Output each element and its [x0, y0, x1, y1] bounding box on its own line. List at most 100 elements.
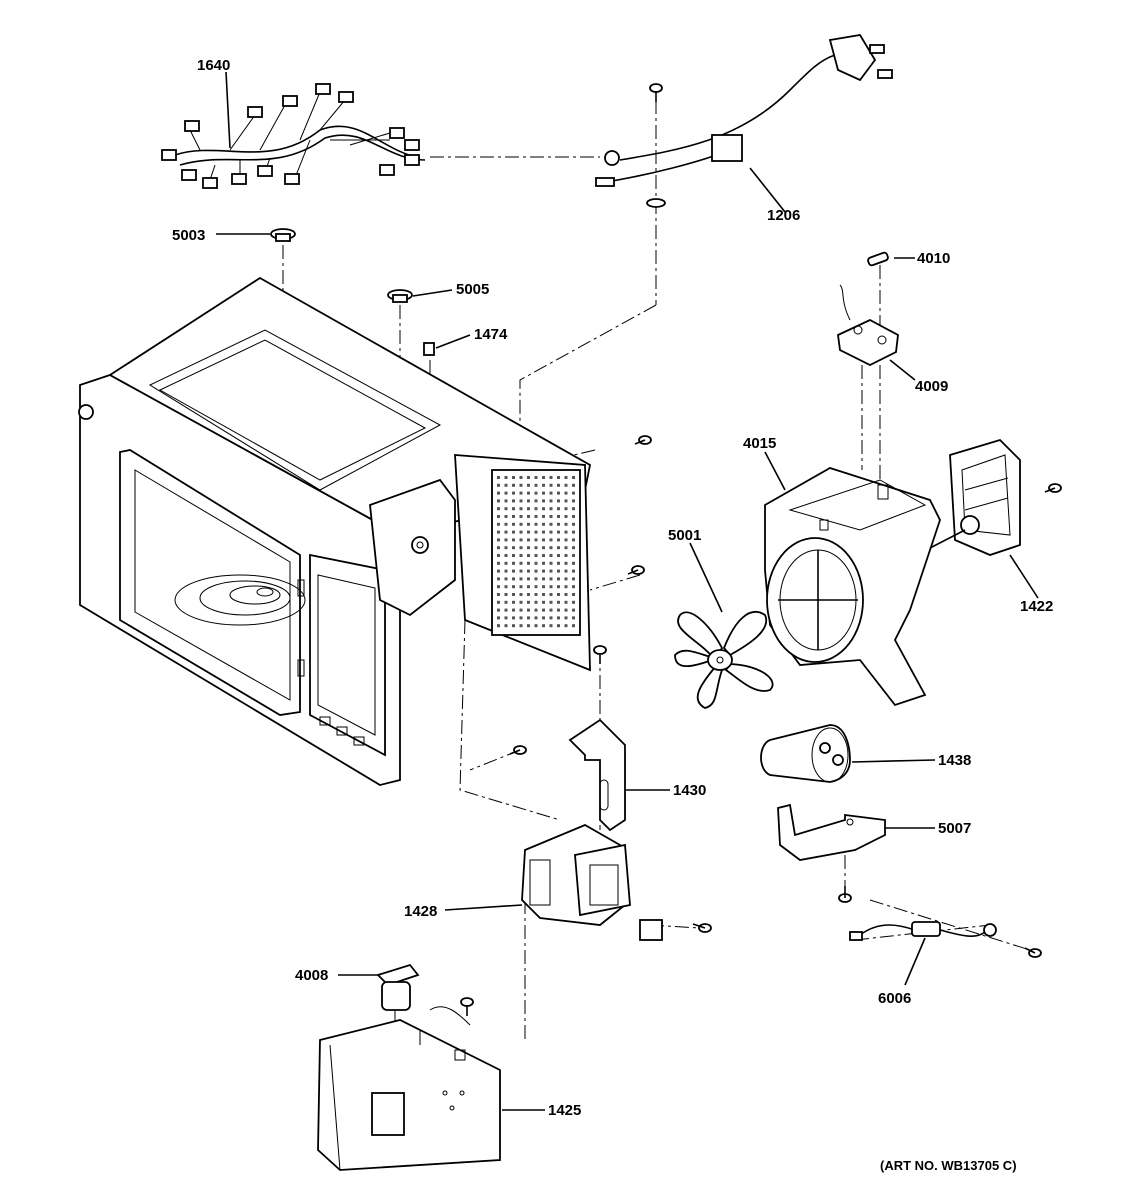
part-label-5005: 5005	[456, 281, 489, 298]
vent-hole	[504, 546, 508, 550]
vent-hole	[557, 608, 560, 612]
vent-hole	[542, 593, 545, 596]
vent-hole	[527, 577, 530, 581]
vent-hole	[519, 561, 523, 565]
vent-hole	[527, 569, 530, 573]
vent-hole	[549, 624, 553, 628]
vent-hole	[549, 476, 553, 479]
part-label-1438: 1438	[938, 752, 971, 769]
vent-hole	[519, 569, 523, 573]
vent-hole	[504, 608, 508, 612]
vent-hole	[527, 608, 530, 612]
vent-hole	[512, 546, 515, 550]
vent-hole	[519, 600, 523, 604]
vent-hole	[519, 530, 523, 534]
vent-hole	[542, 600, 545, 604]
vent-hole	[512, 616, 515, 620]
vent-hole	[557, 530, 560, 534]
vent-hole	[572, 538, 575, 542]
vent-hole	[504, 491, 508, 495]
vent-hole	[534, 499, 538, 503]
vent-hole	[557, 507, 560, 511]
vent-hole	[512, 483, 515, 487]
vent-hole	[557, 585, 560, 589]
vent-hole	[564, 593, 568, 596]
vent-hole	[542, 538, 545, 542]
vent-hole	[519, 522, 523, 526]
vent-hole	[572, 585, 575, 589]
vent-hole	[497, 530, 500, 534]
part-label-4009: 4009	[915, 378, 948, 395]
vent-hole	[504, 616, 508, 620]
vent-hole	[504, 522, 508, 526]
vent-hole	[497, 624, 500, 628]
vent-hole	[564, 624, 568, 628]
vent-hole	[564, 476, 568, 479]
part-label-5007: 5007	[938, 820, 971, 837]
vent-hole	[519, 593, 523, 596]
oven-cavity-part	[78, 276, 592, 786]
vent-hole	[534, 600, 538, 604]
vent-hole	[512, 476, 515, 479]
vent-hole	[542, 522, 545, 526]
vent-hole	[497, 593, 500, 596]
vent-hole	[519, 507, 523, 511]
vent-hole	[542, 624, 545, 628]
vent-hole	[557, 577, 560, 581]
vent-hole	[504, 530, 508, 534]
vent-hole	[572, 515, 575, 518]
vent-hole	[557, 616, 560, 620]
vent-hole	[572, 593, 575, 596]
vent-hole	[557, 476, 560, 479]
vent-hole	[549, 491, 553, 495]
vent-hole	[519, 585, 523, 589]
vent-hole	[564, 554, 568, 557]
vent-hole	[527, 616, 530, 620]
vent-hole	[549, 600, 553, 604]
vent-hole	[542, 515, 545, 518]
vent-hole	[557, 538, 560, 542]
part-label-5003: 5003	[172, 227, 205, 244]
vent-hole	[534, 624, 538, 628]
screws	[460, 83, 1062, 1016]
vent-hole	[572, 499, 575, 503]
vent-hole	[564, 538, 568, 542]
vent-hole	[572, 577, 575, 581]
vent-hole	[512, 515, 515, 518]
vent-hole	[527, 538, 530, 542]
vent-hole	[519, 616, 523, 620]
vent-hole	[527, 585, 530, 589]
vent-hole	[527, 593, 530, 596]
vent-hole	[519, 515, 523, 518]
vent-hole	[572, 491, 575, 495]
vent-hole	[527, 546, 530, 550]
vent-hole	[549, 515, 553, 518]
vent-hole	[557, 546, 560, 550]
vent-hole	[572, 624, 575, 628]
vent-hole	[534, 593, 538, 596]
vent-hole	[557, 600, 560, 604]
vent-hole	[512, 491, 515, 495]
vent-hole	[542, 530, 545, 534]
vent-hole	[564, 561, 568, 565]
vent-hole	[497, 538, 500, 542]
vent-hole	[542, 608, 545, 612]
vent-hole	[542, 577, 545, 581]
vent-hole	[497, 561, 500, 565]
vent-hole	[534, 561, 538, 565]
part-label-6006: 6006	[878, 990, 911, 1007]
vent-hole	[542, 561, 545, 565]
vent-hole	[497, 476, 500, 479]
vent-hole	[504, 569, 508, 573]
vent-hole	[557, 554, 560, 557]
magnetron-thermostat-part	[376, 963, 471, 1026]
vent-hole	[572, 476, 575, 479]
vent-hole	[564, 522, 568, 526]
vent-hole	[564, 499, 568, 503]
vent-hole	[527, 507, 530, 511]
vent-hole	[542, 491, 545, 495]
part-label-1474: 1474	[474, 326, 508, 343]
vent-hole	[527, 530, 530, 534]
vent-hole	[572, 616, 575, 620]
vent-hole	[549, 546, 553, 550]
